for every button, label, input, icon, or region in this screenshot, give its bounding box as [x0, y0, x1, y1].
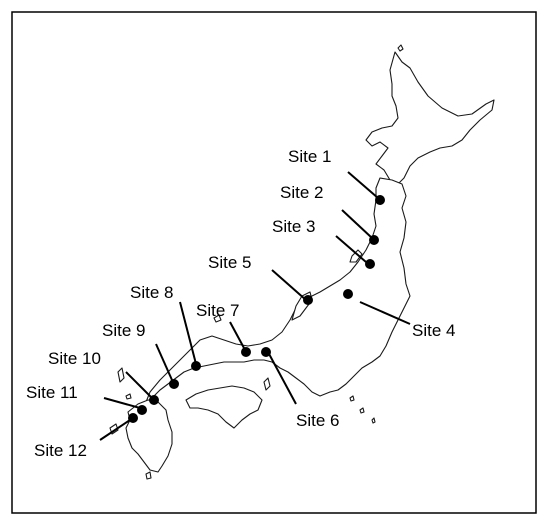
site-9-marker: [169, 379, 179, 389]
site-4-marker: [343, 289, 353, 299]
site-7-marker: [241, 347, 251, 357]
izu-island-2: [359, 407, 365, 414]
site-5-leader: [271, 269, 307, 301]
site-8-label: Site 8: [130, 283, 173, 302]
site-8-leader: [179, 301, 197, 365]
site-2-label: Site 2: [280, 183, 323, 202]
hokkaido-island: [365, 51, 495, 187]
oki-island: [213, 314, 222, 323]
site-7-label: Site 7: [196, 301, 239, 320]
tsushima-island: [117, 367, 125, 383]
site-1-label: Site 1: [288, 147, 331, 166]
site-9-label: Site 9: [102, 321, 145, 340]
site-11-leader: [103, 397, 141, 409]
map-border: [11, 11, 537, 514]
izu-island-1: [349, 395, 355, 402]
site-2-leader: [341, 209, 373, 239]
rishiri-island: [397, 44, 404, 52]
site-3-marker: [365, 259, 375, 269]
site-3-leader: [335, 235, 367, 263]
site-10-marker: [149, 395, 159, 405]
site-7-leader: [229, 321, 245, 349]
izu-island-3: [371, 417, 376, 424]
site-6-label: Site 6: [296, 411, 339, 430]
site-4-label: Site 4: [412, 321, 455, 340]
site-11-marker: [137, 405, 147, 415]
site-4-leader: [359, 301, 411, 325]
awaji-island: [263, 377, 271, 391]
site-6-leader: [267, 351, 297, 405]
site-11-label: Site 11: [26, 383, 78, 402]
site-5-marker: [303, 295, 313, 305]
site-3-label: Site 3: [272, 217, 315, 236]
iki-island: [125, 393, 132, 400]
koshiki-island: [145, 471, 152, 480]
site-2-marker: [369, 235, 379, 245]
site-6-marker: [261, 347, 271, 357]
site-9-leader: [155, 343, 173, 381]
site-12-marker: [128, 413, 138, 423]
site-10-leader: [125, 371, 153, 399]
sado-island: [349, 249, 363, 263]
site-5-label: Site 5: [208, 253, 251, 272]
site-10-label: Site 10: [48, 349, 101, 368]
site-12-leader: [99, 419, 131, 441]
site-8-marker: [191, 361, 201, 371]
shikoku-island: [185, 385, 263, 429]
site-1-leader: [347, 171, 379, 199]
site-1-marker: [375, 195, 385, 205]
site-12-label: Site 12: [34, 441, 87, 460]
